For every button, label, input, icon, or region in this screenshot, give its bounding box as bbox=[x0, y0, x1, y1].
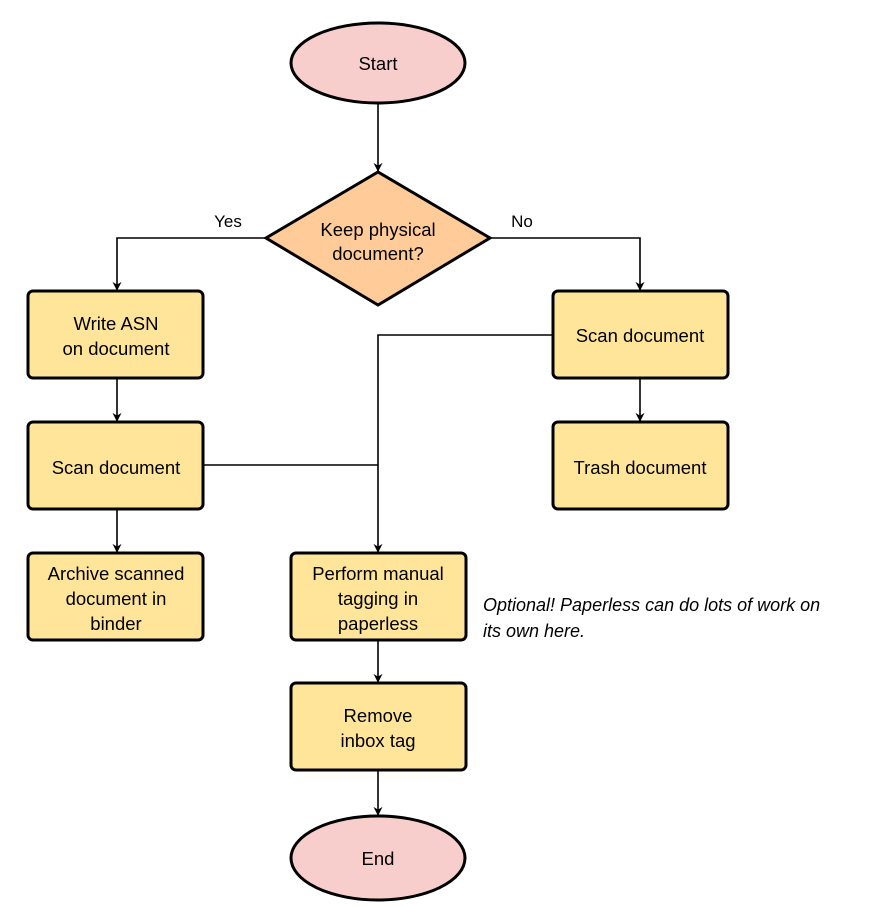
svg-text:document?: document? bbox=[332, 243, 424, 264]
edge-label-yes: Yes bbox=[214, 212, 242, 231]
svg-text:End: End bbox=[362, 848, 395, 869]
archive-node: Archive scanned document in binder bbox=[26, 551, 205, 642]
remove-inbox-node: Remove inbox tag bbox=[289, 681, 468, 772]
end-node: End bbox=[289, 814, 467, 902]
svg-text:Archive scanned: Archive scanned bbox=[48, 563, 185, 584]
svg-text:on document: on document bbox=[63, 338, 170, 359]
tagging-node: Perform manual tagging in paperless bbox=[289, 551, 468, 642]
svg-text:Trash document: Trash document bbox=[574, 457, 707, 478]
svg-text:Keep physical: Keep physical bbox=[320, 219, 435, 240]
annotation-line-2: its own here. bbox=[483, 621, 585, 641]
svg-text:Write ASN: Write ASN bbox=[74, 313, 159, 334]
edge-no bbox=[490, 237, 645, 291]
svg-text:Perform manual: Perform manual bbox=[312, 563, 444, 584]
edge-scanright-tagging bbox=[373, 334, 553, 553]
svg-text:Start: Start bbox=[358, 53, 397, 74]
scan-right-node: Scan document bbox=[551, 289, 730, 380]
write-asn-node: Write ASN on document bbox=[26, 289, 205, 380]
svg-text:Scan document: Scan document bbox=[576, 325, 705, 346]
decision-node: Keep physical document? bbox=[263, 170, 493, 307]
trash-node: Trash document bbox=[551, 420, 730, 511]
svg-text:document in: document in bbox=[66, 588, 167, 609]
svg-text:Remove: Remove bbox=[344, 705, 413, 726]
svg-text:inbox tag: inbox tag bbox=[340, 730, 415, 751]
svg-text:Scan document: Scan document bbox=[52, 457, 181, 478]
start-node: Start bbox=[289, 21, 467, 105]
edge-label-no: No bbox=[511, 212, 533, 231]
svg-text:binder: binder bbox=[90, 613, 141, 634]
annotation-line-1: Optional! Paperless can do lots of work … bbox=[483, 595, 820, 615]
edge-yes bbox=[112, 237, 266, 291]
scan-left-node: Scan document bbox=[26, 420, 205, 511]
edges bbox=[112, 103, 645, 816]
svg-text:paperless: paperless bbox=[338, 613, 418, 634]
svg-text:tagging in: tagging in bbox=[338, 588, 418, 609]
